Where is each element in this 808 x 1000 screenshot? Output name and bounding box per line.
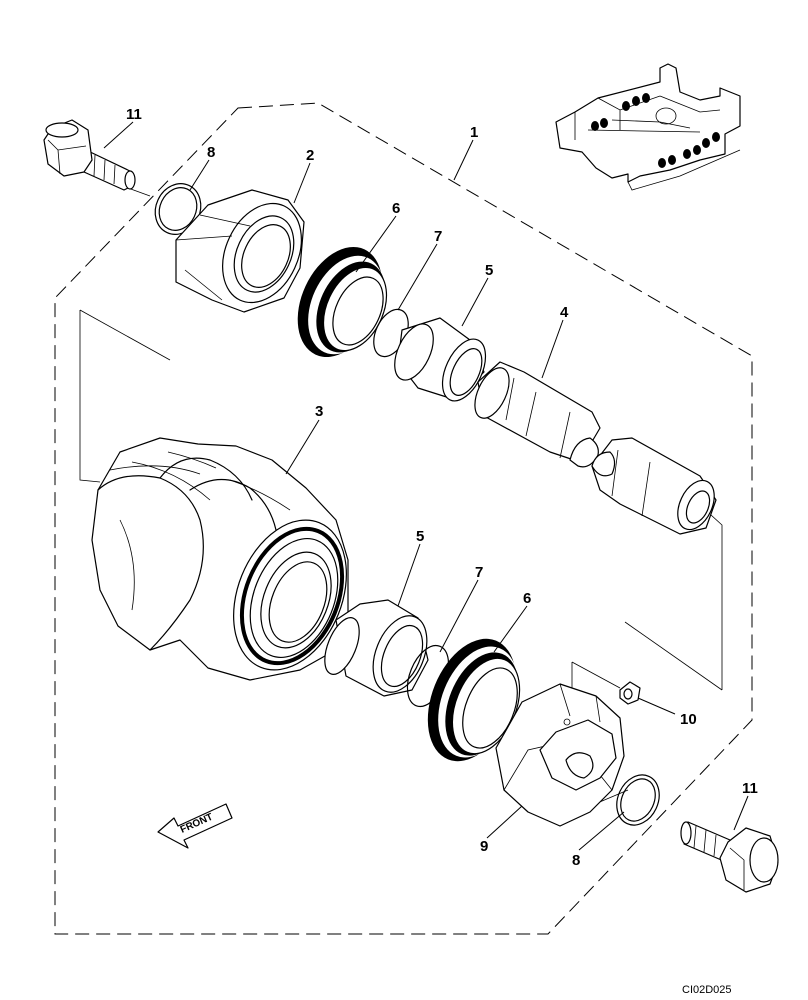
bushing-top xyxy=(394,317,487,402)
snap-ring-bottom xyxy=(616,774,660,826)
bolt-top xyxy=(43,119,136,191)
callout-4: 4 xyxy=(560,304,569,321)
assembly-boundary xyxy=(54,102,753,935)
callout-6-top: 6 xyxy=(392,200,400,217)
callout-11-bottom: 11 xyxy=(742,780,758,797)
collar-bottom xyxy=(495,683,625,827)
front-arrow xyxy=(157,803,233,849)
callout-3: 3 xyxy=(315,403,323,420)
collar-top xyxy=(175,189,305,313)
callout-8-bottom: 8 xyxy=(572,852,580,869)
drawing-code: CI02D025 xyxy=(682,984,732,996)
callout-8-top: 8 xyxy=(207,144,215,161)
callout-10: 10 xyxy=(680,711,697,728)
callout-5-bottom: 5 xyxy=(416,528,424,545)
callout-7-top: 7 xyxy=(434,228,442,245)
callout-11-top: 11 xyxy=(126,106,142,123)
callout-1: 1 xyxy=(470,124,478,141)
callout-2: 2 xyxy=(306,147,314,164)
bolt-bottom xyxy=(680,821,779,893)
roller-body xyxy=(91,437,349,681)
floating-seal-bottom xyxy=(427,638,521,762)
leader-lines xyxy=(103,121,749,851)
bushing-bottom xyxy=(324,599,429,697)
track-frame-inset xyxy=(555,63,741,191)
callout-7-bottom: 7 xyxy=(475,564,483,581)
shaft xyxy=(474,361,717,535)
floating-seal-top xyxy=(297,247,388,357)
callout-9: 9 xyxy=(480,838,488,855)
callout-6-bottom: 6 xyxy=(523,590,531,607)
plug xyxy=(619,681,641,705)
callouts: 1 2 3 4 5 5 6 6 7 7 8 8 9 10 11 11 xyxy=(126,106,758,869)
callout-5-top: 5 xyxy=(485,262,493,279)
